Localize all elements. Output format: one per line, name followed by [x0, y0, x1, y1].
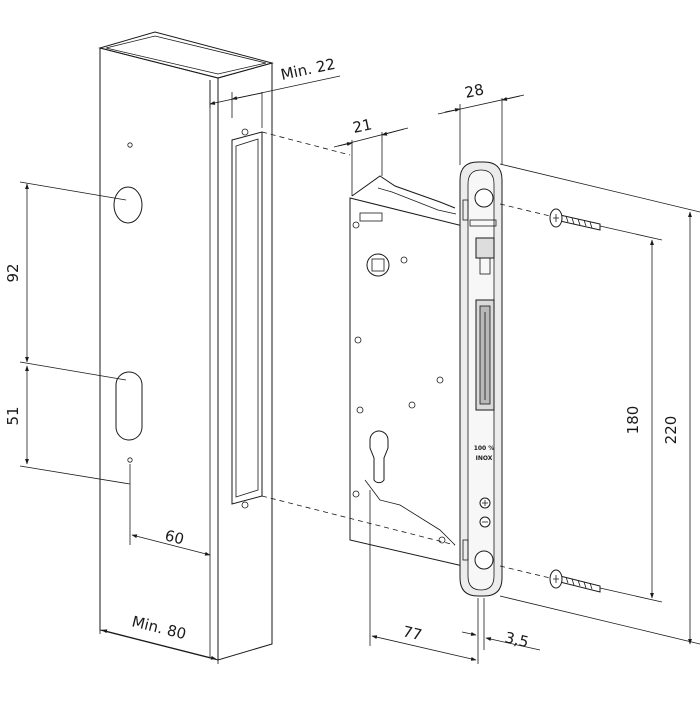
rivet-8	[438, 536, 446, 544]
d220-ext-1	[499, 163, 700, 213]
d28-arrow-2	[501, 95, 521, 101]
assembly-line-screw-top	[499, 203, 551, 217]
d51-ext	[19, 465, 131, 485]
screw-top-cross	[553, 214, 559, 222]
dim-51: 51	[4, 406, 22, 425]
dim-220: 220	[662, 416, 680, 445]
gate-box	[98, 31, 274, 661]
screw-bottom-cross	[553, 575, 559, 583]
d60-dim-line	[131, 534, 211, 556]
dimension-lines: Min. 22 28 21 92 51 60 Min. 80	[4, 55, 700, 664]
inox-label-1: 100 %	[474, 445, 495, 452]
rivet-2	[400, 256, 408, 264]
d92-ext-1	[19, 181, 127, 201]
d21-arrow-2	[381, 128, 405, 136]
min80-dim-line	[101, 629, 217, 660]
box-screw-hole-bottom	[127, 457, 133, 463]
d180-ext-2	[599, 587, 663, 603]
dim-180: 180	[624, 406, 642, 435]
dim-77: 77	[401, 622, 424, 644]
latch-bolt	[475, 237, 495, 259]
rivet-3	[354, 336, 362, 344]
min22-dim-arrow	[231, 92, 263, 100]
dim-92: 92	[4, 263, 22, 282]
box-handle-hole	[113, 186, 143, 224]
latch-bolt-lower	[479, 257, 491, 275]
box-side-slot-inner	[235, 138, 259, 498]
lock-top-spring-2	[377, 187, 457, 215]
box-cylinder-slot	[115, 371, 143, 441]
screw-top-thread	[565, 215, 593, 229]
euro-cylinder-hole	[369, 430, 389, 484]
rivet-1	[352, 221, 360, 229]
faceplate-screw-1-cross	[482, 500, 488, 506]
assembly-line-top	[261, 131, 351, 156]
dim-28: 28	[463, 80, 485, 102]
screw-bottom-thread	[565, 576, 593, 590]
assembly-lines	[261, 131, 551, 579]
d77-dim-line	[371, 635, 477, 661]
lock-top-spring	[351, 175, 456, 209]
box-screw-hole-top	[127, 142, 133, 148]
lock-sticker	[359, 212, 383, 222]
box-side-face	[217, 62, 273, 661]
assembly-line-screw-bottom	[499, 565, 551, 579]
d35-arrow-1	[461, 631, 477, 636]
dim-21: 21	[351, 115, 373, 137]
faceplate-tab-bottom	[462, 539, 469, 561]
faceplate: 100 % INOX	[459, 161, 503, 597]
lock-case	[349, 197, 464, 567]
min22-dim-line	[209, 75, 341, 105]
d220-ext-2	[499, 595, 700, 645]
assembly-line-bottom	[261, 495, 456, 546]
d35-arrow-2	[485, 637, 541, 651]
rivet-4	[436, 376, 444, 384]
faceplate-tab-top	[462, 199, 469, 221]
screw-top	[549, 208, 601, 231]
dim-60: 60	[163, 526, 186, 548]
slot-mark-top	[241, 128, 249, 136]
follower-hub	[366, 253, 390, 277]
brand-strip	[469, 219, 497, 227]
rivet-6	[356, 406, 364, 414]
inox-label-2: INOX	[476, 455, 493, 462]
d92-ext-2	[19, 361, 127, 381]
box-side-slot	[231, 131, 263, 505]
box-front-face	[99, 47, 219, 661]
rivet-7	[352, 490, 360, 498]
slot-mark-bottom	[241, 501, 249, 509]
screw-bottom-shank	[559, 575, 601, 593]
dim-min-22: Min. 22	[279, 55, 337, 84]
d180-ext-1	[599, 225, 663, 241]
screw-bottom	[549, 569, 601, 593]
lock-body	[349, 175, 464, 567]
dim-3-5: 3,5	[503, 628, 530, 651]
d21-arrow-1	[337, 142, 353, 147]
rivet-5	[408, 401, 416, 409]
d28-arrow-1	[444, 108, 461, 113]
faceplate-screw-hole-bottom	[474, 550, 494, 570]
box-top-inner	[105, 35, 267, 75]
lock-bottom-spring	[364, 479, 456, 546]
follower-square	[371, 258, 385, 272]
faceplate-screw-hole-top	[474, 188, 494, 208]
dim-min-80: Min. 80	[130, 612, 188, 643]
